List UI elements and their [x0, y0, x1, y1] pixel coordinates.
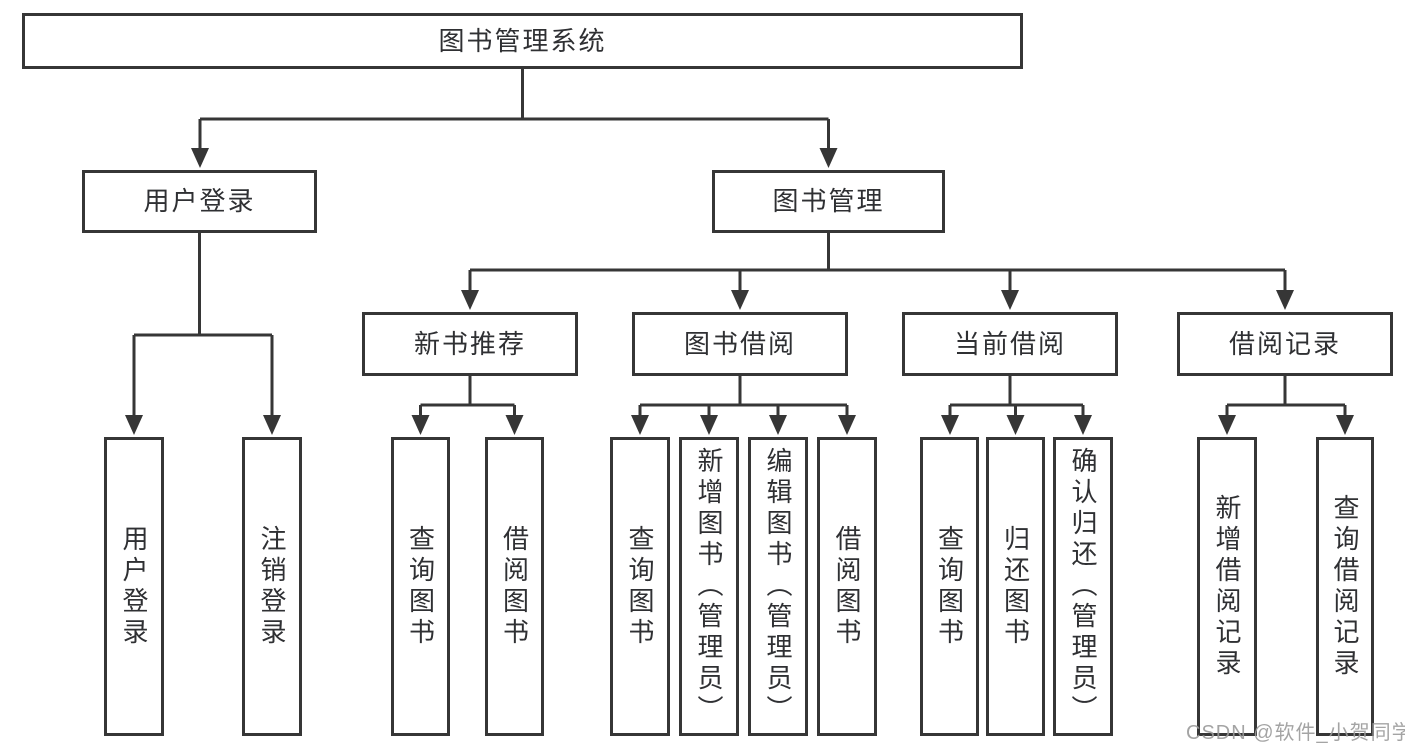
leaf-borrow-add-books-admin: 新增图书（管理员） [679, 437, 739, 736]
leaf-records-query-record-label: 查询借阅记录 [1330, 493, 1360, 680]
node-user-login: 用户登录 [82, 170, 317, 233]
node-new-book-recommend-label: 新书推荐 [413, 328, 526, 359]
node-borrow-records-label: 借阅记录 [1228, 328, 1341, 359]
connector-rails [134, 67, 1345, 407]
leaf-newbook-borrow-books: 借阅图书 [485, 437, 544, 736]
leaf-borrow-add-books-admin-label: 新增图书（管理员） [694, 447, 724, 726]
leaf-current-confirm-return-admin-label: 确认归还（管理员） [1068, 447, 1098, 726]
node-root-label: 图书管理系统 [438, 25, 607, 56]
leaf-newbook-query-books: 查询图书 [391, 437, 450, 736]
leaf-records-add-record-label: 新增借阅记录 [1212, 493, 1242, 680]
leaf-records-add-record: 新增借阅记录 [1197, 437, 1257, 736]
arrows-bookmgmt-to-level3 [461, 270, 1294, 310]
leaf-borrow-query-books-label: 查询图书 [625, 524, 655, 649]
leaf-borrow-edit-books-admin-label: 编辑图书（管理员） [763, 447, 793, 726]
arrows-to-leaves [125, 335, 1354, 435]
leaf-logout-label: 注销登录 [257, 524, 287, 649]
leaf-current-confirm-return-admin: 确认归还（管理员） [1053, 437, 1113, 736]
leaf-current-return-books: 归还图书 [986, 437, 1045, 736]
leaf-records-query-record: 查询借阅记录 [1316, 437, 1374, 736]
leaf-borrow-edit-books-admin: 编辑图书（管理员） [748, 437, 808, 736]
leaf-current-return-books-label: 归还图书 [1000, 524, 1031, 649]
node-user-login-label: 用户登录 [143, 186, 256, 217]
csdn-watermark: CSDN @软件_小贺同学 [1186, 722, 1405, 744]
leaf-newbook-query-books-label: 查询图书 [405, 524, 436, 649]
leaf-current-query-books-label: 查询图书 [934, 524, 965, 649]
leaf-user-login: 用户登录 [104, 437, 164, 736]
node-current-borrow-label: 当前借阅 [953, 328, 1066, 359]
leaf-user-login-label: 用户登录 [119, 524, 149, 649]
node-book-borrow-label: 图书借阅 [683, 328, 796, 359]
node-book-management-label: 图书管理 [772, 186, 885, 217]
leaf-borrow-borrow-books: 借阅图书 [817, 437, 877, 736]
arrows-root-to-level2 [191, 119, 838, 168]
leaf-current-query-books: 查询图书 [920, 437, 979, 736]
node-current-borrow: 当前借阅 [902, 312, 1118, 376]
node-new-book-recommend: 新书推荐 [362, 312, 578, 376]
node-book-management: 图书管理 [712, 170, 945, 233]
leaf-borrow-borrow-books-label: 借阅图书 [832, 524, 862, 649]
node-book-borrow: 图书借阅 [632, 312, 848, 376]
node-root: 图书管理系统 [22, 13, 1023, 69]
leaf-logout: 注销登录 [242, 437, 302, 736]
leaf-newbook-borrow-books-label: 借阅图书 [499, 524, 530, 649]
node-borrow-records: 借阅记录 [1177, 312, 1393, 376]
leaf-borrow-query-books: 查询图书 [610, 437, 670, 736]
